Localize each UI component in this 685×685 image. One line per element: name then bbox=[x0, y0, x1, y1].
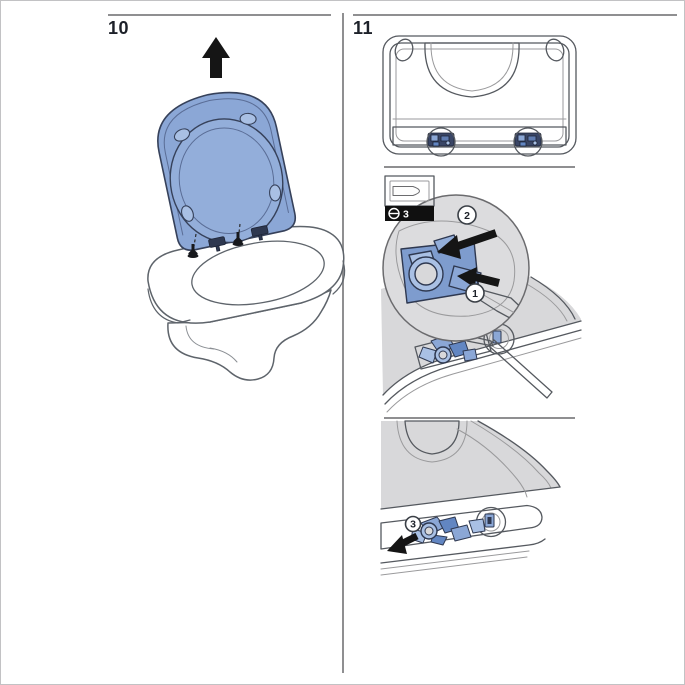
flat-screwdriver-icon bbox=[389, 180, 430, 202]
hinge-release-illustration: 2 1 3 bbox=[381, 175, 582, 413]
hinge-channel bbox=[392, 126, 567, 146]
callout-badge-1 bbox=[465, 283, 485, 303]
callout-arrow-1 bbox=[457, 267, 500, 288]
step-10-rule bbox=[108, 14, 331, 16]
seat-surface bbox=[381, 421, 560, 509]
panel-divider bbox=[342, 13, 344, 673]
up-arrow-icon bbox=[202, 37, 230, 78]
seat-hinge-blocks bbox=[208, 225, 269, 252]
hinge-mechanism-sliding bbox=[410, 516, 486, 546]
hinge-right bbox=[514, 132, 542, 147]
seat-ring-opening bbox=[424, 42, 520, 98]
callout-badge-2 bbox=[457, 205, 477, 225]
seat-underside-surface bbox=[389, 42, 570, 148]
hinge-channel bbox=[380, 504, 543, 550]
callout-arrow-3 bbox=[387, 532, 419, 554]
callout-arrow-2 bbox=[437, 229, 498, 259]
seat-inner-line bbox=[395, 48, 564, 142]
fastener-guides bbox=[193, 223, 241, 247]
fastener-bolt-left bbox=[187, 244, 199, 258]
tool-callout: 3 bbox=[384, 175, 435, 221]
fastener-bolt-right bbox=[232, 232, 244, 246]
tool-size-label: 3 bbox=[403, 209, 409, 221]
bumper-hole-left bbox=[394, 38, 414, 62]
callout-badge-3-label: 3 bbox=[410, 519, 416, 531]
hinge-left-focus-circle bbox=[426, 127, 456, 157]
hinge-lock-key bbox=[492, 330, 502, 344]
step-10-illustration bbox=[147, 37, 346, 381]
seat-underside-illustration bbox=[382, 35, 577, 157]
seat-outer-edge bbox=[382, 35, 577, 155]
sub-divider-2 bbox=[384, 417, 575, 419]
magnifier-detail: 2 1 bbox=[382, 194, 530, 342]
hinge-mechanism bbox=[418, 334, 478, 364]
hinge-pocket bbox=[395, 220, 516, 317]
hinge-left bbox=[427, 132, 455, 147]
toilet-bowl bbox=[147, 225, 346, 381]
seat-ring-opening bbox=[404, 420, 460, 455]
seat-ring-inner-line bbox=[430, 42, 514, 92]
hinge-slide-illustration: 3 bbox=[380, 420, 561, 576]
step-10-number: 10 bbox=[108, 18, 130, 38]
slotted-drive-icon bbox=[388, 207, 400, 220]
sub-divider-1 bbox=[384, 166, 575, 168]
bumper-hole-right bbox=[545, 38, 565, 62]
hinge-right-focus-circle bbox=[513, 127, 543, 157]
step-11-rule bbox=[353, 14, 677, 16]
toilet-seat-lid bbox=[157, 91, 297, 252]
callout-badge-2-label: 2 bbox=[464, 210, 470, 222]
step-11-number: 11 bbox=[353, 18, 374, 38]
callout-badge-1-label: 1 bbox=[472, 288, 478, 300]
callout-badge-3 bbox=[404, 515, 422, 533]
